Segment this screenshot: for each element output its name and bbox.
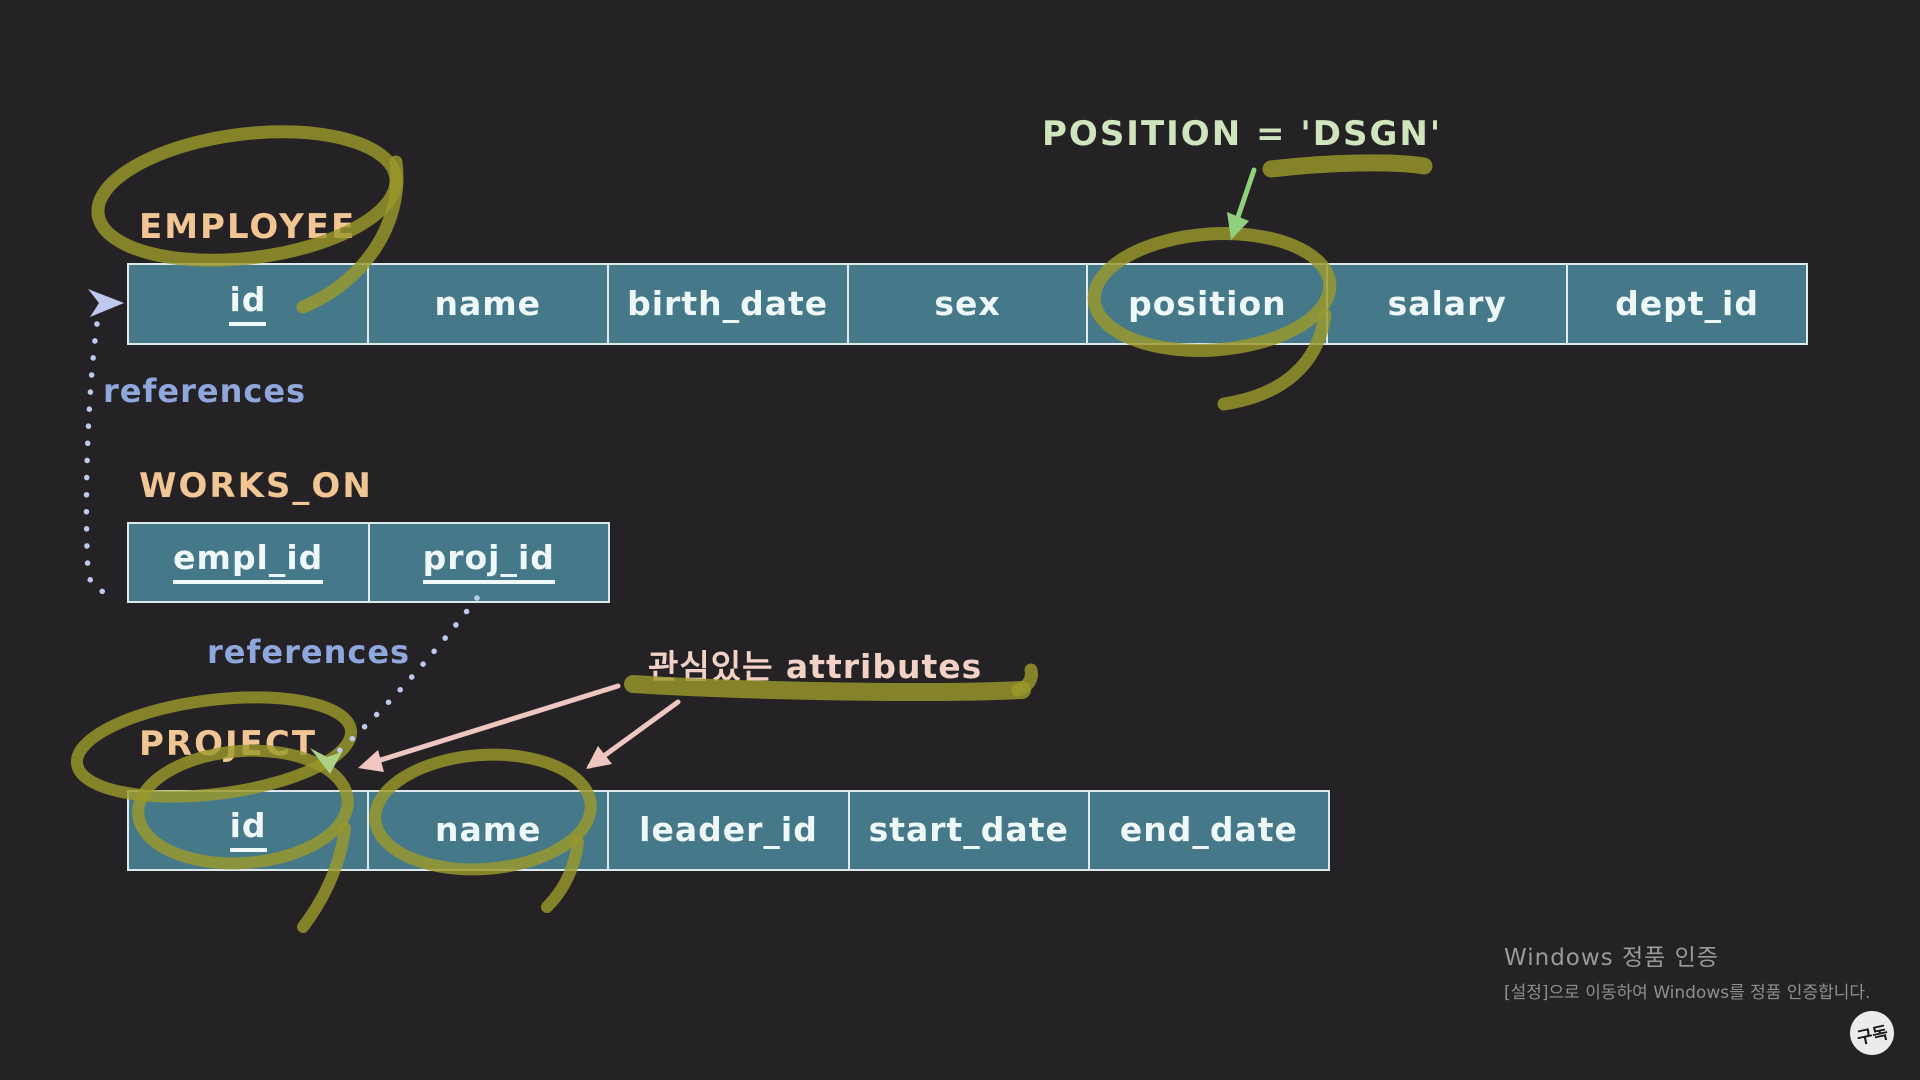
- column-label: empl_id: [173, 541, 324, 584]
- employee-circle-marker: [91, 125, 403, 267]
- employee-column-salary: salary: [1328, 265, 1569, 343]
- dsgn-underline-marker: [1262, 154, 1433, 178]
- selection-condition-text: POSITION = 'DSGN': [1042, 114, 1443, 154]
- employee-column-sex: sex: [848, 265, 1089, 343]
- project-table-label: PROJECT: [139, 724, 318, 764]
- attributes-underline-hook-marker: [1011, 663, 1038, 697]
- condition-arrowhead-icon: [1227, 212, 1249, 240]
- employee-table-label: EMPLOYEE: [139, 207, 357, 247]
- windows-activation-watermark: Windows 정품 인증 [설정]으로 이동하여 Windows를 정품 인증…: [1504, 938, 1870, 1003]
- employee-column-name: name: [368, 265, 609, 343]
- works-on-column-empl_id: empl_id: [129, 524, 370, 601]
- condition-arrow: [1235, 167, 1257, 220]
- subscribe-button[interactable]: 구독: [1845, 1006, 1899, 1060]
- references-label-1: references: [103, 372, 307, 410]
- project-column-start_date: start_date: [849, 792, 1090, 869]
- column-label: id: [229, 283, 267, 326]
- project-column-end_date: end_date: [1089, 792, 1329, 869]
- proj-id-references-dotted-line: [335, 595, 480, 755]
- attributes-arrowhead-name-icon: [586, 746, 612, 769]
- column-label: id: [229, 809, 267, 852]
- works-on-column-proj_id: proj_id: [369, 524, 608, 601]
- employee-column-position: position: [1088, 265, 1329, 343]
- column-label: end_date: [1119, 810, 1298, 849]
- empl-id-references-arrowhead-icon: [88, 289, 124, 317]
- column-label: salary: [1387, 283, 1507, 323]
- attributes-arrow-to-id: [371, 683, 621, 765]
- column-label: start_date: [868, 810, 1069, 849]
- windows-activation-subtitle: [설정]으로 이동하여 Windows를 정품 인증합니다.: [1504, 983, 1871, 1003]
- attributes-arrowhead-id-icon: [358, 750, 384, 772]
- empl-id-references-dotted-line: [83, 321, 115, 597]
- attributes-of-interest-note: 관심있는 attributes: [648, 647, 983, 686]
- column-label: name: [434, 283, 542, 323]
- project-column-leader_id: leader_id: [609, 792, 850, 869]
- project-table: id name leader_id start_date end_date: [127, 790, 1330, 871]
- column-label: proj_id: [422, 541, 555, 584]
- references-label-2: references: [207, 633, 411, 671]
- attributes-arrow-to-name: [587, 699, 681, 769]
- works-on-table-label: WORKS_ON: [139, 466, 373, 506]
- column-label: name: [435, 810, 542, 849]
- column-label: birth_date: [627, 283, 829, 323]
- employee-column-id: id: [129, 265, 369, 343]
- column-label: position: [1128, 283, 1287, 323]
- project-column-name: name: [369, 792, 610, 869]
- employee-column-birth_date: birth_date: [608, 265, 849, 343]
- column-label: leader_id: [639, 810, 818, 849]
- column-label: dept_id: [1615, 283, 1759, 323]
- project-column-id: id: [129, 792, 370, 869]
- employee-column-dept_id: dept_id: [1568, 265, 1807, 343]
- windows-activation-title: Windows 정품 인증: [1504, 945, 1719, 971]
- works-on-table: empl_id proj_id: [127, 522, 610, 603]
- employee-table: id name birth_date sex position salary dept_id: [127, 263, 1808, 345]
- column-label: sex: [934, 283, 1001, 323]
